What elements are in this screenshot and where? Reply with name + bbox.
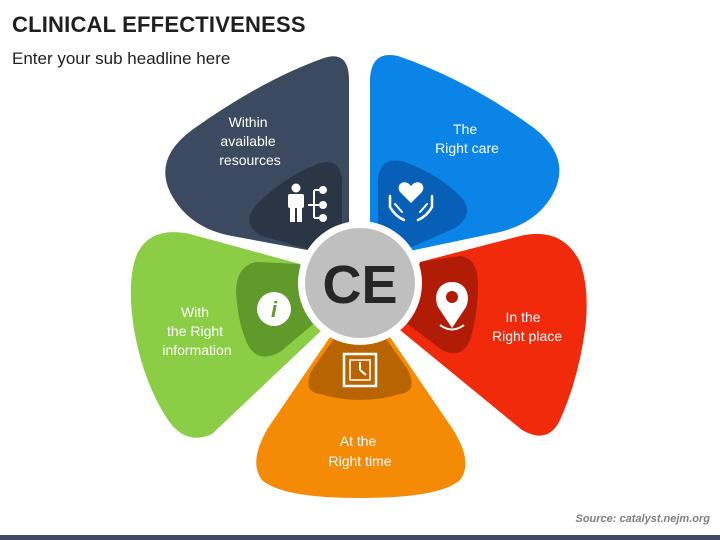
- petal-resources: Within available resources: [165, 56, 349, 252]
- petal-resources-label: Within available resources: [219, 114, 280, 168]
- center-label: CE: [322, 255, 397, 315]
- page-title: CLINICAL EFFECTIVENESS: [12, 12, 306, 37]
- petal-time: At the Right time: [256, 334, 466, 498]
- petal-time-label: At the Right time: [328, 433, 391, 469]
- petal-care: The Right care: [370, 54, 560, 252]
- petal-care-label: The Right care: [435, 121, 499, 156]
- petal-time-shape: [256, 334, 466, 498]
- info-icon: i: [257, 292, 291, 326]
- clock-icon: [342, 352, 378, 388]
- svg-text:i: i: [271, 297, 278, 322]
- petal-information-label: With the Right information: [162, 304, 231, 358]
- source-note: Source: catalyst.nejm.org: [575, 513, 711, 525]
- location-pin-icon: [436, 282, 468, 331]
- page-subtitle: Enter your sub headline here: [12, 49, 231, 68]
- heart-hands-icon: [388, 182, 434, 222]
- petal-place-label: In the Right place: [492, 309, 562, 344]
- footer-bar: [0, 535, 720, 540]
- hierarchy-person-icon: [288, 183, 327, 222]
- petal-information: i With the Right information: [130, 232, 322, 438]
- petal-care-inner: [378, 160, 468, 250]
- center-hub: CE: [298, 221, 422, 345]
- petal-place: In the Right place: [400, 233, 587, 436]
